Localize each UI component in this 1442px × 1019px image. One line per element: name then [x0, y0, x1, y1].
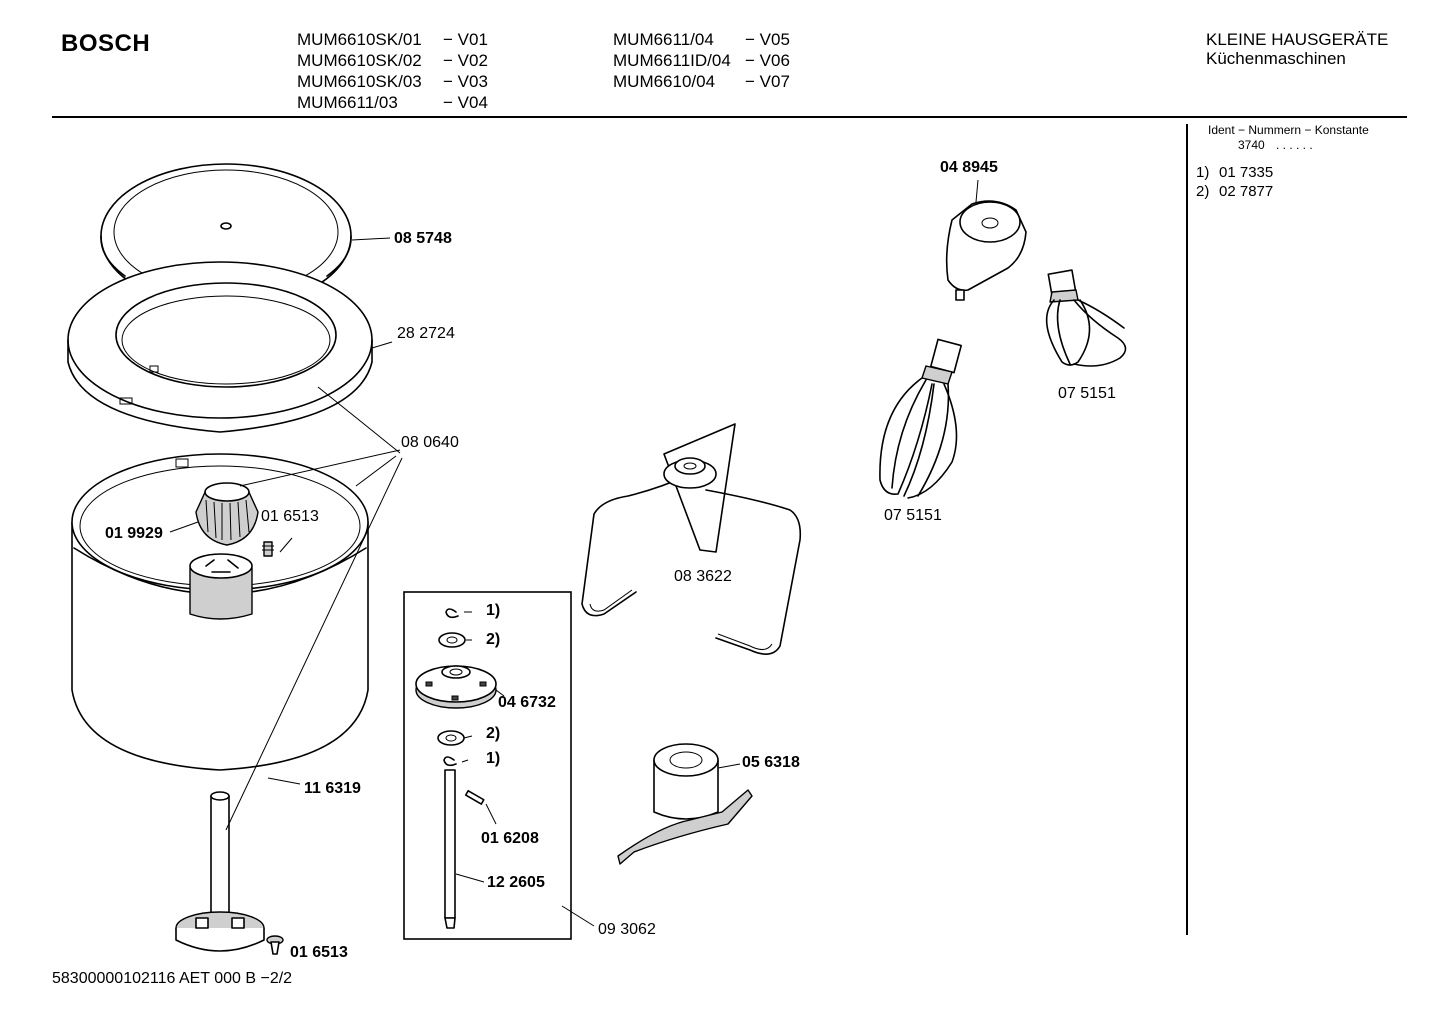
part-label-bowl: 11 6319	[304, 780, 361, 797]
footer-code: 58300000102116 AET 000 B −2/2	[52, 970, 293, 987]
model-name: MUM6611/04	[613, 30, 714, 49]
model-version: − V05	[745, 30, 790, 49]
footnote-number: 02 7877	[1219, 183, 1274, 200]
model-name: MUM6610SK/03	[297, 72, 422, 91]
part-label-screw-top: 01 6513	[261, 508, 319, 525]
footnote-index: 1)	[1196, 164, 1210, 181]
subcategory-title: Küchenmaschinen	[1206, 49, 1346, 68]
adapter-drawing	[945, 200, 1027, 301]
screw-bottom-drawing	[266, 935, 284, 955]
part-label-pin: 01 6208	[481, 830, 539, 847]
bowl-drawing	[71, 453, 369, 771]
part-label-stirrer: 05 6318	[742, 754, 800, 771]
ident-value: 3740	[1238, 138, 1265, 152]
part-label-whisk-right: 07 5151	[1058, 385, 1116, 402]
whisk-left-drawing	[879, 338, 963, 499]
part-label-washer-1: 2)	[486, 631, 501, 648]
part-label-washer-2: 2)	[486, 725, 501, 742]
model-version: − V04	[443, 93, 488, 112]
model-version: − V01	[443, 30, 488, 49]
part-label-adapter: 04 8945	[940, 159, 998, 176]
footnote-index: 2)	[1196, 183, 1210, 200]
kit-parts-drawing	[415, 608, 497, 929]
part-label-screw-bottom: 01 6513	[290, 944, 348, 961]
part-label-bowl-seal: 08 0640	[401, 434, 459, 451]
dough-hook-drawing	[581, 423, 802, 655]
kit-frame	[403, 591, 572, 940]
stirrer-drawing	[617, 743, 753, 865]
part-label-dough-hook: 08 3622	[674, 568, 732, 585]
model-name: MUM6611ID/04	[613, 51, 731, 70]
model-name: MUM6611/03	[297, 93, 398, 112]
part-label-drive-cap: 01 9929	[105, 525, 163, 542]
brand-logo: BOSCH	[61, 30, 151, 57]
part-label-drive-disc: 04 6732	[498, 694, 556, 711]
part-label-lid: 08 5748	[394, 230, 452, 247]
drive-cap-drawing	[195, 482, 259, 546]
model-name: MUM6610/04	[613, 72, 716, 91]
category-title: KLEINE HAUSGERÄTE	[1206, 30, 1389, 49]
splash-ring-drawing	[67, 261, 373, 433]
whisk-right-drawing	[1045, 269, 1127, 367]
model-version: − V07	[745, 72, 790, 91]
part-label-clip-2: 1)	[486, 750, 501, 767]
part-label-splash-ring: 28 2724	[397, 325, 455, 342]
part-label-clip-1: 1)	[486, 602, 501, 619]
screw-top-drawing	[262, 541, 274, 557]
model-version: − V03	[443, 72, 488, 91]
model-name: MUM6610SK/01	[297, 30, 422, 49]
bowl-shaft-drawing	[175, 791, 265, 952]
model-version: − V02	[443, 51, 488, 70]
model-version: − V06	[745, 51, 790, 70]
model-name: MUM6610SK/02	[297, 51, 422, 70]
ident-title: Ident − Nummern − Konstante	[1208, 123, 1369, 137]
ident-dots: . . . . . .	[1276, 138, 1313, 152]
part-label-whisk-left: 07 5151	[884, 507, 942, 524]
part-label-shaft: 12 2605	[487, 874, 545, 891]
leader-lines	[169, 179, 979, 927]
footnote-number: 01 7335	[1219, 164, 1274, 181]
part-label-kit: 09 3062	[598, 921, 656, 938]
